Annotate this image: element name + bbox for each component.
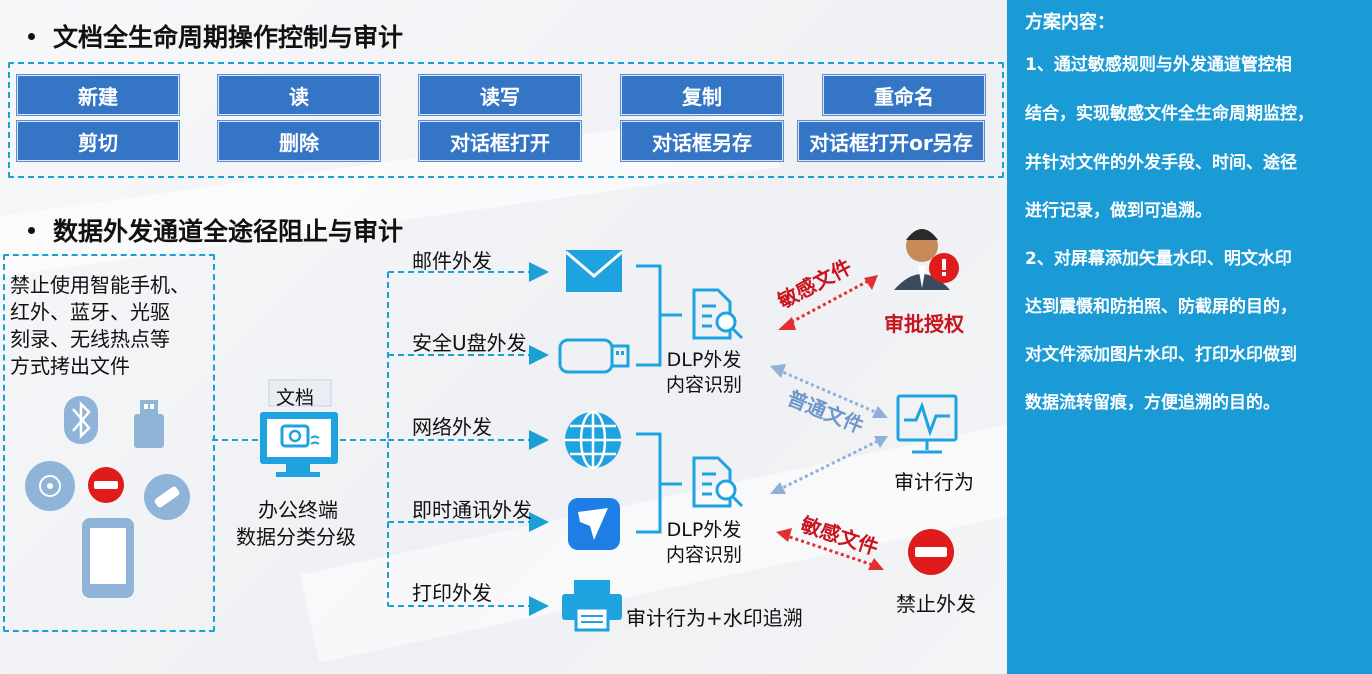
section2-title-text: 数据外发通道全途径阻止与审计 — [53, 217, 404, 246]
disc-icon — [25, 461, 75, 511]
ops-box — [8, 62, 1004, 178]
dlp-label: DLP外发 内容识别 — [666, 348, 742, 398]
op-dialog-saveas: 对话框另存 — [620, 120, 784, 162]
block-icon — [908, 529, 954, 575]
channel-usb: 安全U盘外发 — [412, 331, 527, 355]
smartphone-icon — [82, 518, 134, 598]
dlp-scan-icon — [692, 456, 744, 508]
left-panel-line: 方式拷出文件 — [10, 354, 130, 378]
dlp-scan-icon — [692, 288, 744, 340]
terminal-label: 办公终端 — [258, 498, 338, 522]
op-dialog-open: 对话框打开 — [418, 120, 582, 162]
left-panel-line: 刻录、无线热点等 — [10, 327, 170, 351]
audit-monitor-icon — [896, 394, 958, 454]
prohibited-icon — [88, 467, 124, 503]
secure-usb-icon — [558, 338, 630, 374]
dlp-line2: 内容识别 — [666, 374, 743, 396]
sidebar-line: 进行记录，做到可追溯。 — [1025, 201, 1212, 221]
op-delete: 删除 — [217, 120, 381, 162]
channel-network: 网络外发 — [412, 415, 492, 439]
sidebar-line: 达到震慑和防拍照、防截屏的目的， — [1025, 297, 1297, 317]
section1-title: 文档全生命周期操作控制与审计 — [28, 18, 403, 54]
left-panel-text: 禁止使用智能手机、 红外、蓝牙、光驱 刻录、无线热点等 方式拷出文件 — [10, 272, 190, 380]
instant-messaging-icon — [568, 498, 620, 550]
sidebar-title: 方案内容： — [1025, 12, 1115, 33]
sidebar-line: 对文件添加图片水印、打印水印做到 — [1025, 345, 1297, 365]
sidebar-line: 结合，实现敏感文件全生命周期监控， — [1025, 104, 1314, 124]
section2-title: 数据外发通道全途径阻止与审计 — [28, 212, 403, 248]
solution-sidebar: 方案内容： 1、通过敏感规则与外发通道管控相 结合，实现敏感文件全生命周期监控，… — [1007, 0, 1372, 674]
bullet-icon — [28, 226, 35, 234]
left-panel-line: 红外、蓝牙、光驱 — [10, 300, 170, 324]
sidebar-line: 1、通过敏感规则与外发通道管控相 — [1025, 55, 1292, 75]
op-read: 读 — [217, 74, 381, 116]
normal-file-arrow — [770, 364, 888, 494]
bluetooth-icon — [64, 396, 98, 444]
dlp-line1: DLP外发 — [666, 519, 742, 541]
approver-icon — [894, 229, 959, 290]
op-new: 新建 — [16, 74, 180, 116]
channel-print: 打印外发 — [412, 581, 492, 605]
globe-icon — [565, 410, 621, 470]
op-rename: 重命名 — [822, 74, 986, 116]
channel-im: 即时通讯外发 — [412, 498, 532, 522]
infrared-icon — [144, 474, 190, 520]
office-terminal-icon — [260, 379, 338, 477]
op-cut: 剪切 — [16, 120, 180, 162]
print-result-label: 审计行为+水印追溯 — [626, 606, 803, 630]
bullet-icon — [28, 32, 35, 40]
op-readwrite: 读写 — [418, 74, 582, 116]
sensitive-file-arrow — [778, 275, 878, 330]
sidebar-line: 并针对文件的外发手段、时间、途径 — [1025, 153, 1297, 173]
channel-email: 邮件外发 — [412, 249, 492, 273]
op-copy: 复制 — [620, 74, 784, 116]
email-icon — [565, 250, 623, 292]
printer-icon — [562, 580, 622, 632]
dlp-line1: DLP外发 — [666, 349, 742, 371]
dlp-line2: 内容识别 — [666, 544, 743, 566]
terminal-sublabel: 数据分类分级 — [236, 525, 356, 549]
left-panel-line: 禁止使用智能手机、 — [10, 273, 190, 297]
dlp-label: DLP外发 内容识别 — [666, 518, 742, 568]
left-panel-box — [3, 254, 215, 632]
section1-title-text: 文档全生命周期操作控制与审计 — [53, 23, 404, 52]
op-dialog-open-or-saveas: 对话框打开or另存 — [797, 120, 985, 162]
sensitive-file-arrow — [776, 528, 884, 570]
diagram-canvas: 文档全生命周期操作控制与审计 新建 读 读写 复制 重命名 剪切 删除 对话框打… — [0, 0, 1007, 674]
diagram-graphics — [25, 229, 959, 632]
doc-label: 文档 — [276, 387, 315, 409]
approve-label: 审批授权 — [884, 312, 964, 336]
sidebar-line: 数据流转留痕，方便追溯的目的。 — [1025, 393, 1280, 413]
sidebar-line: 2、对屏幕添加矢量水印、明文水印 — [1025, 249, 1292, 269]
usb-drive-icon — [134, 400, 164, 448]
audit-label: 审计行为 — [894, 470, 974, 494]
block-label: 禁止外发 — [896, 592, 976, 616]
